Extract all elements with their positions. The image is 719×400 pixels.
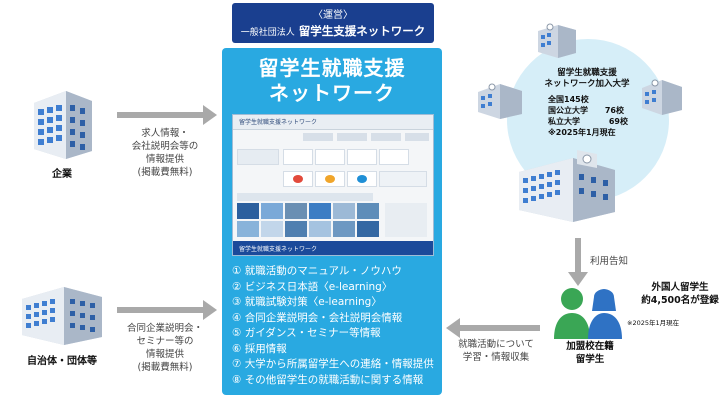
large-university-icon [519,150,615,222]
mock-section [237,193,373,201]
service-item: ⑦ 大学から所属留学生への連絡・情報提供 [232,358,434,370]
university-building-icon [478,83,522,119]
service-item: ⑤ ガイダンス・セミナー等情報 [232,327,381,339]
students-title: 外国人留学生 約4,500名が登録 [641,282,719,306]
mock-footer: 留学生就職支援ネットワーク [233,241,433,255]
students-arrow-text: 就職活動について 学習・情報収集 [458,339,534,363]
service-item: ⑥ 採用情報 [232,342,287,355]
service-item: ② ビジネス日本語〈e-learning〉 [232,280,393,293]
operator-name: 留学生支援ネットワーク [298,24,426,38]
enrolled-students-label: 加盟校在籍 留学生 [566,341,614,365]
service-item: ③ 就職試験対策〈e-learning〉 [232,296,382,308]
mock-tiles [233,203,433,239]
services-list: ① 就職活動のマニュアル・ノウハウ ② ビジネス日本語〈e-learning〉 … [232,264,442,388]
service-item: ① 就職活動のマニュアル・ノウハウ [232,265,402,277]
students-arrow [446,318,546,338]
notice-arrow-text: 利用告知 [590,256,629,267]
mock-nav [233,131,433,143]
operator-line: 一般社団法人留学生支援ネットワーク [232,23,434,39]
municipality-arrow [117,300,217,320]
mock-row [233,171,433,187]
university-building-icon [642,79,682,115]
service-item: ④ 合同企業説明会・会社説明会情報 [232,311,403,324]
company-building-icon [34,91,92,159]
municipality-label: 自治体・団体等 [27,356,97,367]
notice-arrow [568,238,588,288]
university-note: ※2025年1月現在 [548,128,616,137]
university-building-icon [538,23,576,58]
company-arrow-text: 求人情報・ 会社説明会等の 情報提供 (掲載費無料) [131,128,199,178]
operator-label: 〈運営〉 [313,10,353,21]
company-label: 企業 [52,169,72,180]
university-row-value: 76校 [604,106,624,115]
municipality-building-icon [22,287,102,345]
students-icon [554,288,622,339]
university-row-private: 私立大学 69校 [548,116,628,127]
service-item: ⑧ その他留学生の就職活動に関する情報 [232,373,424,386]
university-row-value: 69校 [608,117,628,126]
university-row-national: 国公立大学 76校 [548,105,628,116]
center-panel: 留学生就職支援 ネットワーク 留学生就職支援ネットワーク [222,48,442,395]
operator-box: 〈運営〉 一般社団法人留学生支援ネットワーク [232,3,434,43]
university-row-label: 私立大学 [548,117,580,126]
website-screenshot: 留学生就職支援ネットワーク [232,114,434,256]
university-stats: 全国145校 国公立大学 76校 私立大学 69校 ※2025年1月現在 [548,94,628,138]
municipality-arrow-text: 合同企業説明会・ セミナー等の 情報提供 (掲載費無料) [126,323,203,373]
mock-header: 留学生就職支援ネットワーク [233,115,433,130]
mock-header-text: 留学生就職支援ネットワーク [239,119,318,126]
center-title: 留学生就職支援 ネットワーク [258,56,406,105]
mock-row [233,149,433,167]
mock-footer-text: 留学生就職支援ネットワーク [239,246,318,253]
university-row-label: 国公立大学 [548,106,588,115]
operator-prefix: 一般社団法人 [240,28,295,38]
students-note: ※2025年1月現在 [627,319,680,327]
company-arrow [117,105,217,125]
university-network-title: 留学生就職支援 ネットワーク加入大学 [544,68,630,89]
university-total: 全国145校 [548,95,589,104]
